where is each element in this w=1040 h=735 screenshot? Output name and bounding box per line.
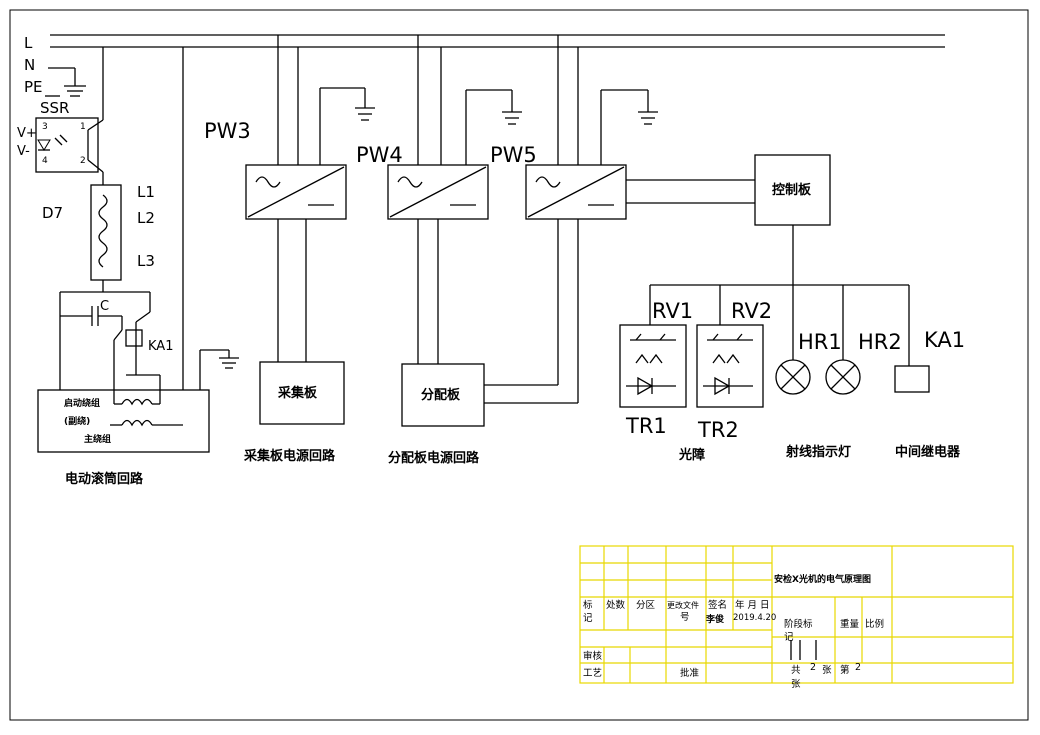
pw4-ac-icon [397,176,423,188]
ssr-led-icon [37,139,51,151]
pw5-converter [525,164,627,220]
label-d7: D7 [42,204,63,222]
pw3-converter [245,164,347,220]
tb-gong: 共 [791,665,801,676]
heater-coil-icon [98,194,108,268]
label-start-note: (副绕) [64,415,90,427]
power-bus: L N PE [24,34,945,97]
label-hr2: HR2 [858,330,902,354]
ssr-pin4: 4 [42,156,48,166]
label-ka1: KA1 [924,328,965,352]
caption-drum-circuit: 电动滚筒回路 [65,471,144,487]
tb-jieduan: 阶段标 [784,618,813,630]
tb-chushu: 处数 [606,599,626,611]
caption-distribution-circuit: 分配板电源回路 [388,450,480,466]
label-ssr: SSR [40,99,69,117]
pw5-circuit: PW5 [490,35,755,403]
tb-hao: 号 [680,612,690,623]
tb-designer: 李俊 [705,613,724,625]
heater-block [90,184,122,281]
label-tr1: TR1 [625,414,667,438]
tb-zhang: 张 [822,665,832,676]
tb-zhongliang: 重量 [840,618,860,630]
pw3-ac-icon [255,176,281,188]
label-hr1: HR1 [798,330,842,354]
caption-relay: 中间继电器 [895,444,961,460]
label-distribution-board: 分配板 [421,387,461,403]
light-barrier-1 [619,324,687,408]
tb-ji: 记 [583,612,593,624]
label-l2: L2 [137,209,155,227]
tb-gongyi: 工艺 [583,668,602,679]
main-winding-icon [121,419,153,427]
tb-date-label: 年 月 日 [735,599,770,611]
tb-fenqu: 分区 [636,600,656,611]
label-tr2: TR2 [697,418,739,442]
relay-contact-icon [125,329,143,347]
drum-motor-block [37,389,210,453]
rv1-receiver-icon [635,333,666,341]
caption-light-barrier: 光障 [678,447,705,463]
tb-di: 第 [840,664,850,676]
label-n: N [24,56,35,74]
rv2-receiver-icon [712,333,743,341]
start-winding-icon [121,398,153,406]
tb-bili: 比例 [865,618,884,630]
label-rv2: RV2 [731,299,772,323]
indicator-lamp-1-icon [775,359,811,395]
label-l: L [24,34,33,52]
tb-total: 2 [810,662,816,673]
label-pw5: PW5 [490,143,537,167]
tb-pizhun: 批准 [680,667,700,679]
control-section: 控制板 RV1 RV2 TR1 TR2 光障 HR1 HR2 [619,154,965,463]
label-capacitor: C [100,299,109,314]
ssr-pin1: 1 [80,122,86,132]
ssr-block [35,117,99,173]
tb-qianming: 签名 [708,599,727,611]
caption-ray-lamps: 射线指示灯 [785,444,851,460]
tb-zhang2: 张 [791,679,801,690]
label-control-board: 控制板 [772,182,812,198]
tb-biao: 标 [583,599,593,611]
rv2-beam-icon [712,353,740,364]
label-start-winding: 启动绕组 [64,397,100,409]
label-main-winding: 主绕组 [84,433,111,445]
label-relay-contact: KA1 [148,339,173,354]
label-pe: PE [24,78,43,96]
caption-acquisition-circuit: 采集板电源回路 [243,448,336,464]
pw3-circuit: PW3 采集板 采集板电源回路 [204,35,375,464]
label-l3: L3 [137,252,155,270]
label-pw4: PW4 [356,143,403,167]
tb-ji2: 记 [784,631,794,643]
light-barrier-2 [696,324,764,408]
tb-date: 2019.4.20 [733,613,776,623]
ssr-pin2: 2 [80,156,86,166]
ssr-pin3: 3 [42,122,48,132]
indicator-lamp-2-icon [825,359,861,395]
title-block-title: 安检X光机的电气原理图 [774,573,871,585]
label-acquisition-board: 采集板 [277,385,318,401]
tb-gengai: 更改文件 [667,600,699,610]
label-rv1: RV1 [652,299,693,323]
rv1-beam-icon [635,353,663,364]
label-pw3: PW3 [204,119,251,143]
pw4-circuit: PW4 分配板 分配板电源回路 [356,35,578,466]
title-block: 安检X光机的电气原理图 标 记 处数 分区 更改文件 号 签名 年 月 日 李俊… [579,545,1014,690]
tb-shenhe: 审核 [583,650,603,662]
distribution-board [401,363,485,427]
acquisition-board [259,361,345,425]
pw5-ac-icon [535,176,561,188]
drawing-border [9,9,1029,721]
relay-coil-icon [894,365,930,393]
tb-page: 2 [855,662,861,673]
ssr-vpos: V+ [17,126,37,141]
ssr-vneg: V- [17,144,30,159]
drum-circuit: SSR V+ V- 3 4 1 2 D7 L1 L2 L3 C [17,47,239,487]
label-l1: L1 [137,183,155,201]
